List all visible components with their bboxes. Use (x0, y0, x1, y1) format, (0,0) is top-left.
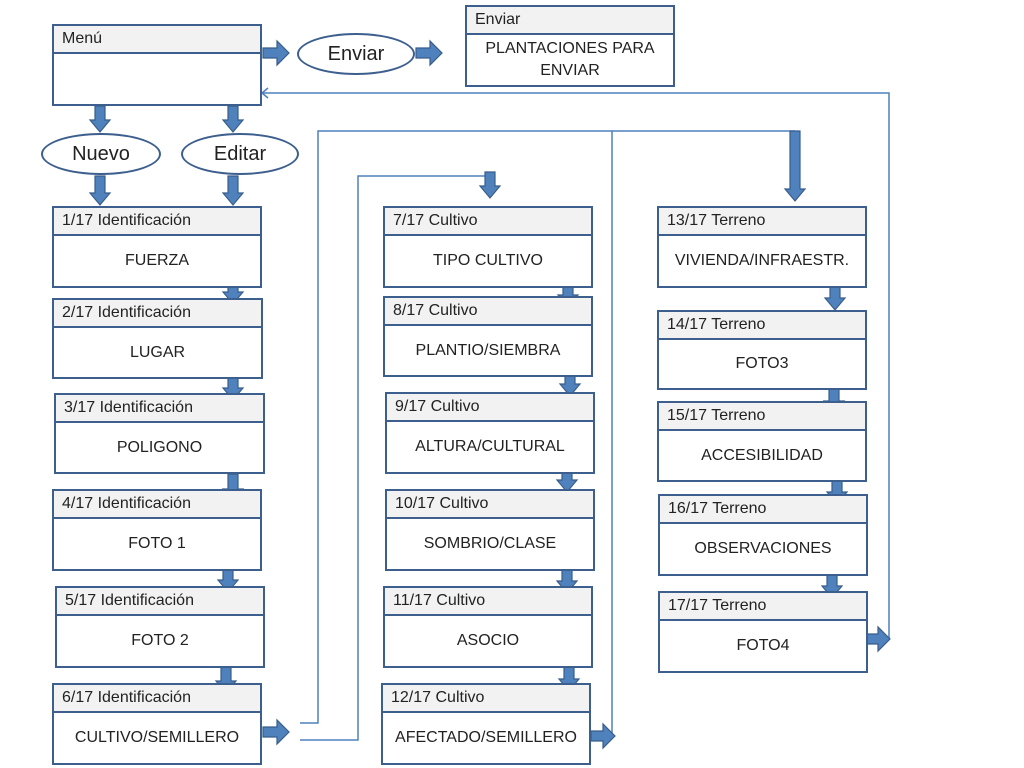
arrow-into-step7 (478, 171, 502, 199)
arrow-menu-to-edit (221, 105, 245, 133)
return-line-foto4-to-menu (262, 92, 890, 640)
arrow-new-to-step1 (88, 175, 112, 206)
step-2-lugar[interactable]: 2/17 Identificación LUGAR (52, 298, 263, 379)
step-header: 15/17 Terreno (659, 403, 865, 431)
step-header: 8/17 Cultivo (385, 298, 591, 326)
step-3-poligono[interactable]: 3/17 Identificación POLIGONO (54, 393, 265, 474)
step-body: ACCESIBILIDAD (701, 446, 823, 464)
arrow-menu-to-send-oval (262, 39, 290, 67)
step-header: 11/17 Cultivo (385, 588, 591, 616)
step-12-afectado-semillero[interactable]: 12/17 Cultivo AFECTADO/SEMILLERO (381, 683, 591, 765)
new-oval-button[interactable]: Nuevo (41, 133, 161, 175)
step-11-asocio[interactable]: 11/17 Cultivo ASOCIO (383, 586, 593, 668)
step-body: AFECTADO/SEMILLERO (395, 729, 577, 746)
arrow-step17-out (865, 625, 891, 653)
arrow-menu-to-new (88, 105, 112, 133)
step-body: PLANTIO/SIEMBRA (415, 341, 561, 359)
send-plantations-body: PLANTACIONES PARA ENVIAR (467, 35, 673, 85)
send-plantations-label: PLANTACIONES PARA ENVIAR (485, 40, 655, 79)
step-header: 16/17 Terreno (660, 496, 866, 524)
menu-body (54, 54, 260, 104)
step-body: FOTO3 (735, 355, 789, 372)
step-body: FUERZA (125, 252, 189, 269)
step-header: 5/17 Identificación (57, 588, 263, 616)
menu-box[interactable]: Menú (52, 24, 262, 106)
step-body: VIVIENDA/INFRAESTR. (674, 252, 850, 269)
send-oval-button[interactable]: Enviar (297, 33, 415, 75)
step-body: OBSERVACIONES (694, 540, 832, 557)
step-10-sombrio-clase[interactable]: 10/17 Cultivo SOMBRIO/CLASE (385, 489, 595, 571)
step-16-observaciones[interactable]: 16/17 Terreno OBSERVACIONES (658, 494, 868, 576)
step-17-foto4[interactable]: 17/17 Terreno FOTO4 (658, 591, 868, 673)
arrow-into-step13 (783, 130, 807, 202)
step-7-tipo-cultivo[interactable]: 7/17 Cultivo TIPO CULTIVO (383, 206, 593, 288)
step-body: FOTO 2 (131, 632, 189, 649)
step-body: CULTIVO/SEMILLERO (74, 729, 240, 746)
step-9-altura-cultural[interactable]: 9/17 Cultivo ALTURA/CULTURAL (385, 392, 595, 474)
step-body: FOTO 1 (128, 535, 186, 552)
menu-header: Menú (54, 26, 260, 54)
arrow-send-oval-to-send-box (415, 39, 443, 67)
step-6-cultivo-semillero[interactable]: 6/17 Identificación CULTIVO/SEMILLERO (52, 683, 262, 765)
arrow-step12-out (590, 722, 616, 750)
step-body: SOMBRIO/CLASE (423, 535, 557, 552)
step-13-vivienda[interactable]: 13/17 Terreno VIVIENDA/INFRAESTR. (657, 206, 867, 288)
send-oval-label: Enviar (327, 42, 385, 65)
step-header: 14/17 Terreno (659, 312, 865, 340)
step-body: ALTURA/CULTURAL (415, 438, 565, 455)
link-line-6-to-7-b (300, 175, 490, 741)
arrow-edit-to-step1 (221, 175, 245, 206)
step-5-foto2[interactable]: 5/17 Identificación FOTO 2 (55, 586, 265, 668)
step-header: 6/17 Identificación (54, 685, 260, 713)
edit-oval-button[interactable]: Editar (181, 133, 299, 175)
step-header: 1/17 Identificación (54, 208, 260, 236)
arrow-step6-out (262, 718, 290, 746)
step-body: ASOCIO (456, 632, 520, 649)
step-body: POLIGONO (116, 438, 203, 456)
new-oval-label: Nuevo (72, 142, 130, 165)
step-body: TIPO CULTIVO (433, 252, 543, 269)
step-header: 13/17 Terreno (659, 208, 865, 236)
step-header: 3/17 Identificación (56, 395, 263, 423)
step-body: FOTO4 (736, 637, 790, 654)
step-header: 9/17 Cultivo (387, 394, 593, 422)
step-1-fuerza[interactable]: 1/17 Identificación FUERZA (52, 206, 262, 288)
menu-return-arrowhead (260, 87, 269, 99)
step-header: 2/17 Identificación (54, 300, 261, 328)
step-header: 12/17 Cultivo (383, 685, 589, 713)
step-body: LUGAR (129, 343, 186, 361)
step-header: 7/17 Cultivo (385, 208, 591, 236)
send-plantations-box[interactable]: Enviar PLANTACIONES PARA ENVIAR (465, 5, 675, 87)
step-15-accesibilidad[interactable]: 15/17 Terreno ACCESIBILIDAD (657, 401, 867, 482)
step-header: 10/17 Cultivo (387, 491, 593, 519)
edit-oval-label: Editar (213, 142, 267, 165)
step-14-foto3[interactable]: 14/17 Terreno FOTO3 (657, 310, 867, 390)
step-header: 17/17 Terreno (660, 593, 866, 621)
send-plantations-header: Enviar (467, 7, 673, 35)
step-8-plantio-siembra[interactable]: 8/17 Cultivo PLANTIO/SIEMBRA (383, 296, 593, 377)
step-4-foto1[interactable]: 4/17 Identificación FOTO 1 (52, 489, 262, 571)
step-header: 4/17 Identificación (54, 491, 260, 519)
